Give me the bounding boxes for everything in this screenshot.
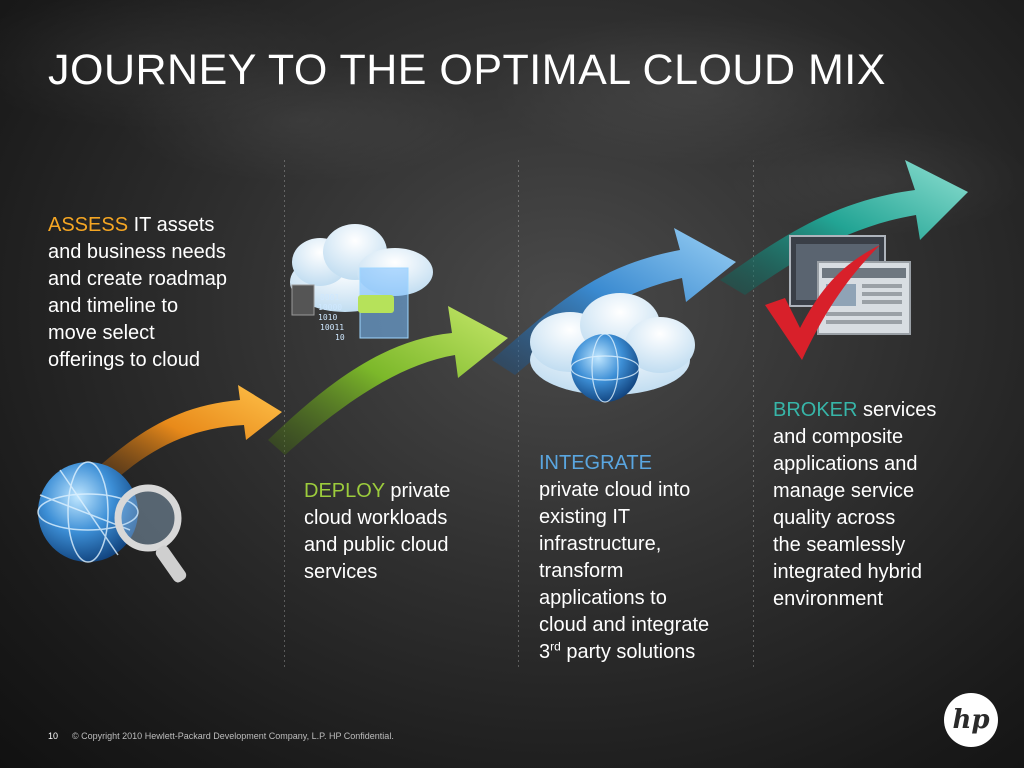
column-divider xyxy=(753,160,754,670)
footer: 10 © Copyright 2010 Hewlett-Packard Devel… xyxy=(48,731,394,741)
binary-text: 10011 xyxy=(320,323,344,332)
integrate-line: transform xyxy=(539,560,624,582)
broker-line: the seamlessly xyxy=(773,534,906,556)
assess-description: ASSESS IT assets and business needs and … xyxy=(48,212,227,374)
broker-arrow xyxy=(720,160,968,295)
assess-line: and timeline to xyxy=(48,295,179,317)
deploy-line: private xyxy=(384,480,451,502)
broker-line: environment xyxy=(773,588,884,610)
binary-text: 1010 xyxy=(318,313,337,322)
assess-keyword: ASSESS xyxy=(48,214,129,236)
assess-line: offerings to cloud xyxy=(48,349,200,371)
broker-line: manage service xyxy=(773,480,915,502)
deploy-line: cloud workloads xyxy=(304,507,448,529)
binary-text: 10 xyxy=(335,333,345,342)
broker-line: services xyxy=(857,399,937,421)
integrate-line: cloud and integrate xyxy=(539,614,710,636)
application-windows-icon xyxy=(765,235,911,360)
checkmark-icon xyxy=(765,245,880,360)
broker-line: quality across xyxy=(773,507,896,529)
hp-logo-text: hp xyxy=(952,705,990,735)
binary-text: 0001 xyxy=(320,293,339,302)
assess-line: IT assets xyxy=(128,214,215,236)
slide-title: JOURNEY TO THE OPTIMAL CLOUD MIX xyxy=(48,46,886,94)
deploy-keyword: DEPLOY xyxy=(304,480,385,502)
integrate-description: INTEGRATE private cloud into existing IT… xyxy=(539,450,709,666)
integrate-last-sup: rd xyxy=(550,639,561,654)
broker-line: and composite xyxy=(773,426,904,448)
integrate-last-num: 3 xyxy=(539,641,551,663)
assess-line: move select xyxy=(48,322,155,344)
assess-line: and business needs xyxy=(48,241,226,263)
column-divider xyxy=(518,160,519,670)
deploy-line: and public cloud xyxy=(304,534,449,556)
globe-magnifier-icon xyxy=(37,461,187,583)
integrate-line: private cloud into xyxy=(539,479,691,501)
broker-keyword: BROKER xyxy=(773,399,858,421)
copyright-text: © Copyright 2010 Hewlett-Packard Develop… xyxy=(72,731,394,741)
integrate-last-rest: party solutions xyxy=(560,641,696,663)
hp-logo: hp xyxy=(944,693,998,747)
integrate-keyword: INTEGRATE xyxy=(539,452,652,474)
deploy-description: DEPLOY private cloud workloads and publi… xyxy=(304,478,450,586)
page-number: 10 xyxy=(48,731,59,741)
broker-line: applications and xyxy=(773,453,918,475)
cloud-globe-icon xyxy=(530,293,695,403)
binary-text: 10000 xyxy=(318,303,342,312)
deploy-arrow xyxy=(268,306,508,455)
broker-description: BROKER services and composite applicatio… xyxy=(773,397,936,613)
integrate-line: existing IT xyxy=(539,506,631,528)
deploy-line: services xyxy=(304,561,378,583)
broker-line: integrated hybrid xyxy=(773,561,922,583)
integrate-line: applications to xyxy=(539,587,667,609)
cloud-data-icon: 0001 10000 1010 10011 10 xyxy=(290,224,433,342)
column-divider xyxy=(284,160,285,670)
assess-line: and create roadmap xyxy=(48,268,228,290)
assess-arrow xyxy=(95,385,282,485)
integrate-line: infrastructure, xyxy=(539,533,662,555)
